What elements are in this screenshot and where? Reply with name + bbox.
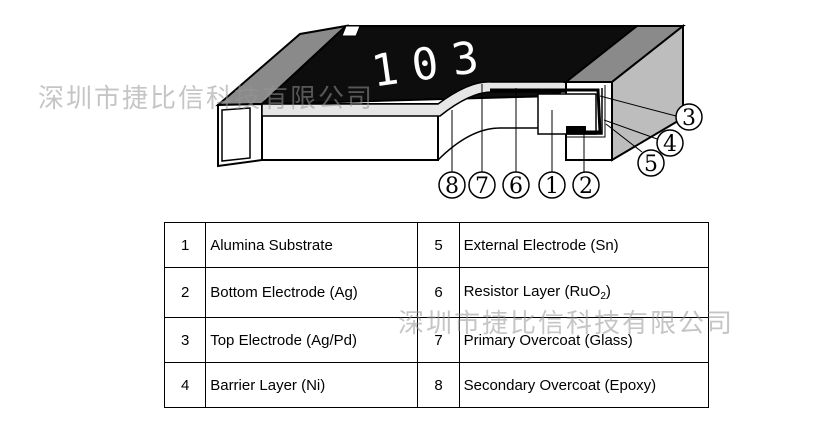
legend-number: 7 bbox=[417, 317, 460, 363]
legend-number: 2 bbox=[163, 267, 207, 318]
callout-2: 2 bbox=[572, 171, 600, 199]
legend-number: 1 bbox=[163, 222, 207, 268]
svg-text:7: 7 bbox=[475, 174, 489, 199]
callout-3: 3 bbox=[675, 103, 703, 131]
legend-label: Barrier Layer (Ni) bbox=[205, 362, 419, 408]
callout-8: 8 bbox=[438, 171, 466, 199]
svg-text:8: 8 bbox=[445, 174, 459, 199]
callout-6: 6 bbox=[502, 171, 530, 199]
svg-text:5: 5 bbox=[644, 152, 658, 177]
legend-table: 1 Alumina Substrate 5 External Electrode… bbox=[163, 222, 710, 408]
callout-5: 5 bbox=[637, 149, 665, 177]
svg-text:2: 2 bbox=[579, 174, 593, 199]
legend-label: Alumina Substrate bbox=[205, 222, 419, 268]
legend-number: 8 bbox=[417, 362, 460, 408]
legend-label: Top Electrode (Ag/Pd) bbox=[205, 317, 419, 363]
table-row: 1 Alumina Substrate 5 External Electrode… bbox=[163, 222, 710, 268]
callout-4: 4 bbox=[656, 129, 684, 157]
table-row: 3 Top Electrode (Ag/Pd) 7 Primary Overco… bbox=[163, 317, 710, 363]
table-row: 4 Barrier Layer (Ni) 8 Secondary Overcoa… bbox=[163, 362, 710, 408]
legend-label: Secondary Overcoat (Epoxy) bbox=[458, 362, 710, 408]
legend-number: 3 bbox=[163, 317, 207, 363]
svg-text:1: 1 bbox=[545, 174, 559, 199]
svg-text:6: 6 bbox=[509, 174, 523, 199]
watermark: 深圳市捷比信科技有限公司 bbox=[398, 309, 735, 339]
legend-number: 5 bbox=[417, 222, 460, 268]
leader-lines bbox=[451, 84, 677, 172]
legend-number: 6 bbox=[417, 267, 460, 318]
legend-label: Primary Overcoat (Glass) bbox=[458, 317, 710, 363]
legend-number: 4 bbox=[163, 362, 207, 408]
legend-label: Bottom Electrode (Ag) bbox=[205, 267, 419, 318]
left-electrode bbox=[215, 24, 350, 168]
legend-label: External Electrode (Sn) bbox=[458, 222, 710, 268]
callout-1: 1 bbox=[538, 171, 566, 199]
callout-7: 7 bbox=[468, 171, 496, 199]
svg-text:3: 3 bbox=[682, 106, 696, 131]
watermark: 深圳市捷比信科技有限公司 bbox=[38, 84, 375, 114]
svg-text:4: 4 bbox=[663, 132, 677, 157]
